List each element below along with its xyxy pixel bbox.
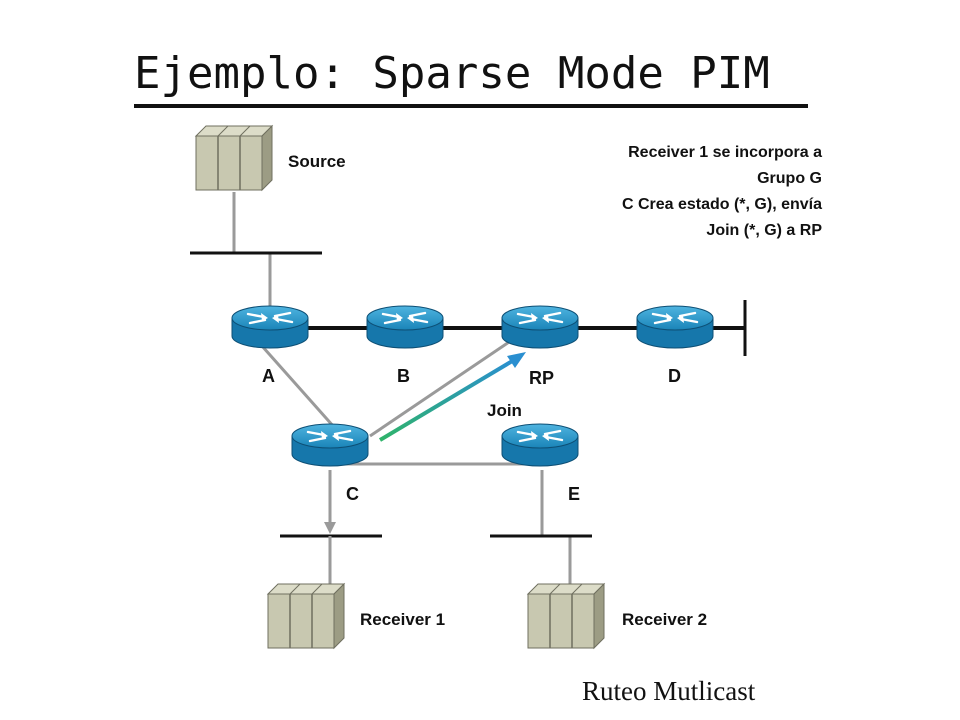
title-underline bbox=[134, 104, 808, 108]
source-host-icon bbox=[195, 125, 273, 191]
receiver1-host-icon bbox=[267, 583, 345, 649]
annotation-text: Receiver 1 se incorpora a Grupo G C Crea… bbox=[522, 140, 822, 244]
source-label: Source bbox=[288, 152, 346, 171]
router-a-label: A bbox=[262, 366, 275, 386]
router-b-label: B bbox=[397, 366, 410, 386]
join-arrowhead bbox=[507, 352, 526, 368]
annotation-line: Grupo G bbox=[757, 170, 822, 187]
receiver2-host-icon bbox=[527, 583, 605, 649]
router-b-icon bbox=[365, 304, 445, 350]
router-d-icon bbox=[635, 304, 715, 350]
receiver1-label: Receiver 1 bbox=[360, 610, 446, 629]
join-label: Join bbox=[487, 401, 522, 420]
join-arrow-line bbox=[378, 358, 516, 442]
receiver1-arrowhead bbox=[324, 522, 336, 534]
annotation-line: Receiver 1 se incorpora a bbox=[628, 144, 822, 161]
link-a-c bbox=[260, 345, 344, 437]
annotation-line: C Crea estado (*, G), envía bbox=[621, 196, 822, 213]
receiver2-label: Receiver 2 bbox=[622, 610, 708, 629]
router-rp-label: RP bbox=[529, 368, 555, 388]
router-d-label: D bbox=[668, 366, 681, 386]
router-c-label: C bbox=[346, 484, 359, 504]
footer-text: Ruteo Mutlicast bbox=[582, 676, 756, 706]
router-a-icon bbox=[230, 304, 310, 350]
router-e-icon bbox=[500, 422, 580, 468]
slide-title: Ejemplo: Sparse Mode PIM bbox=[134, 48, 770, 99]
link-rp-c bbox=[369, 338, 513, 438]
router-e-label: E bbox=[568, 484, 581, 504]
annotation-line: Join (*, G) a RP bbox=[706, 222, 822, 239]
router-rp-icon bbox=[500, 304, 580, 350]
router-c-icon bbox=[290, 422, 370, 468]
